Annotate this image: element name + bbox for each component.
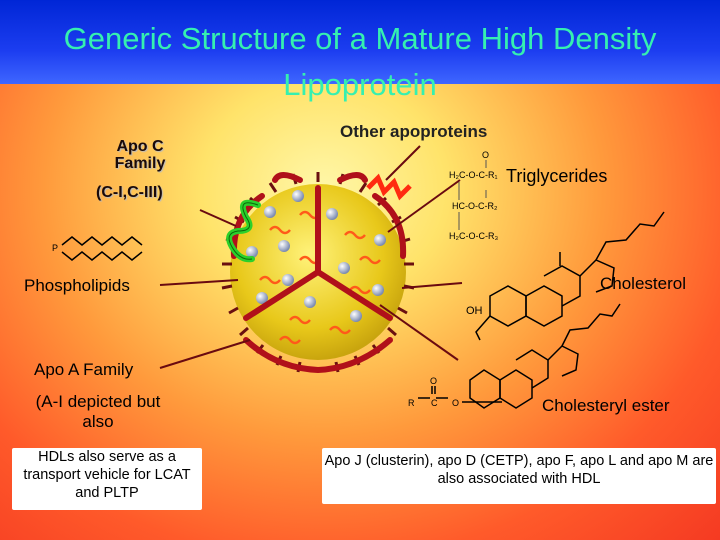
apo-c-ribbon-outline — [228, 202, 259, 260]
cholesterol-molecules — [246, 190, 386, 322]
ester-o2-label: O — [452, 398, 460, 408]
triglyceride-row-2: HC-O-C-R₂ — [452, 201, 498, 211]
triglyceride-structure — [458, 160, 487, 230]
triglyceride-row-3: H₂C-O-C-R₃ — [449, 231, 499, 241]
cholesteryl-ester-structure — [418, 303, 621, 409]
ester-c-label: C — [431, 398, 438, 408]
triglycerides-label: Triglycerides — [506, 166, 608, 186]
other-apos-box: Apo J (clusterin), apo D (CETP), apo F, … — [322, 448, 716, 504]
pointer-lines — [159, 145, 463, 369]
cholesterol-structure — [475, 211, 665, 341]
cholesterol-label: Cholesterol — [600, 274, 686, 293]
slide-title: Generic Structure of a Mature High Densi… — [63, 21, 657, 102]
triglyceride-top-o: O — [482, 150, 490, 160]
phospholipid-p-label: P — [52, 243, 59, 253]
apo-c-members-label: (C-I,C-III) — [96, 184, 163, 201]
hdl-transport-box: HDLs also serve as a transport vehicle f… — [12, 448, 202, 510]
apo-a-note-label: (A-I depicted but also — [35, 392, 161, 431]
cholesteryl-ester-label: Cholesteryl ester — [542, 396, 670, 415]
apo-c-family-label: Apo C Family — [114, 138, 166, 172]
title-bar — [0, 0, 720, 84]
phospholipid-structure — [61, 236, 143, 261]
phospholipids-label: Phospholipids — [24, 276, 130, 295]
other-apoprotein — [366, 173, 412, 201]
ester-o-label: O — [430, 376, 438, 386]
triglyceride-row-1: H₂C-O-C-R₁ — [449, 170, 498, 180]
ester-r-label: R — [408, 398, 415, 408]
oh-label: OH — [466, 305, 483, 317]
other-apoproteins-label: Other apoproteins — [340, 122, 488, 141]
apo-a-family-label: Apo A Family — [34, 360, 134, 379]
